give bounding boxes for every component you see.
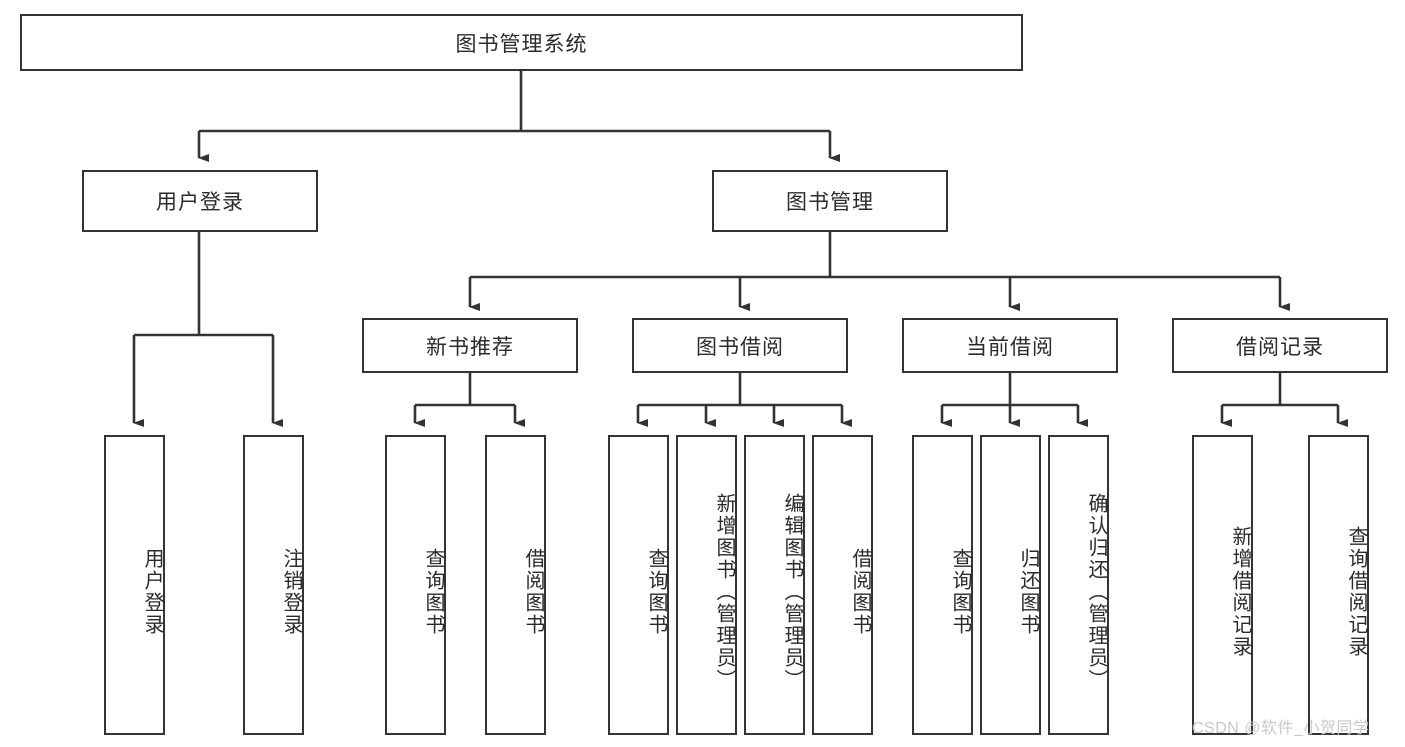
node-book-borrow[interactable]: 图书借阅 [632,318,848,373]
node-new-book-recommend[interactable]: 新书推荐 [362,318,578,373]
node-label: 注销登录 [280,548,302,636]
leaf-new-book-borrow-books[interactable]: 借阅图书 [485,435,546,735]
node-label: 用户登录 [141,548,163,636]
node-label: 查询图书 [422,548,444,636]
node-label: 用户登录 [156,191,244,214]
leaf-current-borrow-confirm-return-admin[interactable]: 确认归还（管理员） [1048,435,1109,735]
node-current-borrow[interactable]: 当前借阅 [902,318,1118,373]
leaf-current-borrow-query-books[interactable]: 查询图书 [912,435,973,735]
node-label: 图书借阅 [696,335,784,359]
leaf-current-borrow-return-books[interactable]: 归还图书 [980,435,1041,735]
node-label: 查询借阅记录 [1345,526,1367,658]
leaf-book-borrow-borrow-books[interactable]: 借阅图书 [812,435,873,735]
node-label: 图书管理系统 [455,32,588,56]
node-label: 新增图书（管理员） [713,493,735,691]
node-label: 借阅图书 [522,548,544,636]
csdn-watermark: CSDN @软件_小贺同学 [1192,720,1370,737]
node-label: 新增借阅记录 [1229,526,1251,658]
leaf-book-borrow-edit-book-admin[interactable]: 编辑图书（管理员） [744,435,805,735]
leaf-borrow-record-add-record[interactable]: 新增借阅记录 [1192,435,1253,735]
leaf-user-login-login[interactable]: 用户登录 [104,435,165,735]
node-label: 新书推荐 [426,335,514,359]
leaf-new-book-query-books[interactable]: 查询图书 [385,435,446,735]
node-root-book-management-system[interactable]: 图书管理系统 [20,14,1023,71]
node-label: 查询图书 [949,548,971,636]
node-label: 借阅图书 [849,548,871,636]
node-label: 借阅记录 [1236,335,1324,359]
node-label: 编辑图书（管理员） [781,493,803,691]
leaf-borrow-record-query-record[interactable]: 查询借阅记录 [1308,435,1369,735]
node-user-login[interactable]: 用户登录 [82,170,318,232]
node-book-management[interactable]: 图书管理 [712,170,948,232]
node-label: 图书管理 [786,191,874,214]
leaf-book-borrow-query-books[interactable]: 查询图书 [608,435,669,735]
node-label: 归还图书 [1017,548,1039,636]
leaf-user-login-logout[interactable]: 注销登录 [243,435,304,735]
node-label: 查询图书 [645,548,667,636]
leaf-book-borrow-add-book-admin[interactable]: 新增图书（管理员） [676,435,737,735]
node-borrow-record[interactable]: 借阅记录 [1172,318,1388,373]
node-label: 当前借阅 [966,335,1054,359]
node-label: 确认归还（管理员） [1085,493,1107,691]
